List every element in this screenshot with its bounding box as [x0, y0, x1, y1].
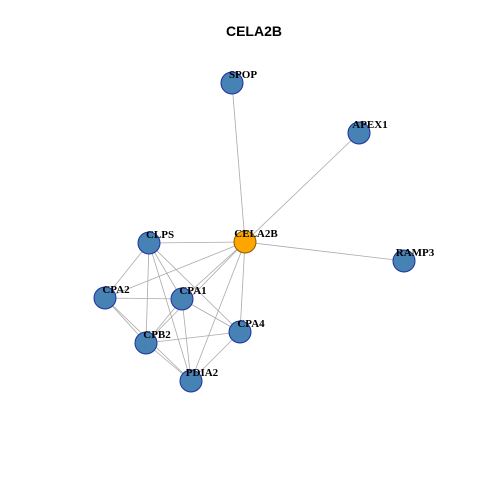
node-label-cela2b: CELA2B [234, 228, 278, 240]
edge-cpb2-cpa4 [145, 331, 241, 344]
node-circle-cpa4[interactable] [228, 320, 252, 344]
edge-cela2b-cpa4 [239, 241, 246, 333]
edge-cela2b-spop [231, 82, 246, 243]
node-circle-cela2b[interactable] [233, 230, 257, 254]
node-apex1[interactable]: APEX1 [347, 119, 388, 145]
edge-cpa4-pdia2 [190, 331, 241, 382]
node-circle-cpb2[interactable] [134, 331, 158, 355]
node-cpa2[interactable]: CPA2 [93, 284, 130, 310]
edge-cela2b-clps [148, 241, 246, 244]
node-cela2b[interactable]: CELA2B [233, 228, 278, 254]
node-label-cpa1: CPA1 [179, 285, 206, 297]
node-spop[interactable]: SPOP [220, 69, 257, 95]
node-cpa1[interactable]: CPA1 [170, 285, 207, 311]
node-label-cpa2: CPA2 [102, 284, 130, 296]
node-circle-cpa1[interactable] [170, 287, 194, 311]
node-circle-ramp3[interactable] [392, 249, 416, 273]
node-circle-clps[interactable] [137, 231, 161, 255]
edge-cela2b-apex1 [244, 132, 360, 243]
graph-title: CELA2B [226, 23, 282, 39]
node-circle-spop[interactable] [220, 71, 244, 95]
edge-cela2b-cpa1 [181, 241, 246, 300]
node-label-cpb2: CPB2 [143, 329, 171, 341]
edge-clps-cpa2 [104, 242, 150, 299]
node-label-apex1: APEX1 [352, 119, 387, 131]
node-circle-apex1[interactable] [347, 121, 371, 145]
edge-cela2b-ramp3 [244, 241, 405, 262]
node-label-spop: SPOP [229, 69, 257, 81]
node-label-pdia2: PDIA2 [186, 367, 219, 379]
node-label-cpa4: CPA4 [237, 318, 265, 330]
node-cpb2[interactable]: CPB2 [134, 329, 171, 355]
edge-cpa1-pdia2 [181, 298, 192, 382]
node-circle-pdia2[interactable] [179, 369, 203, 393]
edge-clps-cpa4 [148, 242, 241, 333]
node-clps[interactable]: CLPS [137, 229, 174, 255]
edge-clps-cpb2 [145, 242, 150, 344]
node-cpa4[interactable]: CPA4 [228, 318, 265, 344]
node-circle-cpa2[interactable] [93, 286, 117, 310]
node-label-ramp3: RAMP3 [396, 247, 435, 259]
edge-cela2b-pdia2 [190, 241, 246, 382]
edge-cela2b-cpb2 [145, 241, 246, 344]
node-label-clps: CLPS [146, 229, 174, 241]
edge-clps-pdia2 [148, 242, 192, 382]
edge-cela2b-cpa2 [104, 241, 246, 299]
node-ramp3[interactable]: RAMP3 [392, 247, 435, 273]
edge-cpa2-cpa1 [104, 297, 183, 300]
node-pdia2[interactable]: PDIA2 [179, 367, 219, 393]
